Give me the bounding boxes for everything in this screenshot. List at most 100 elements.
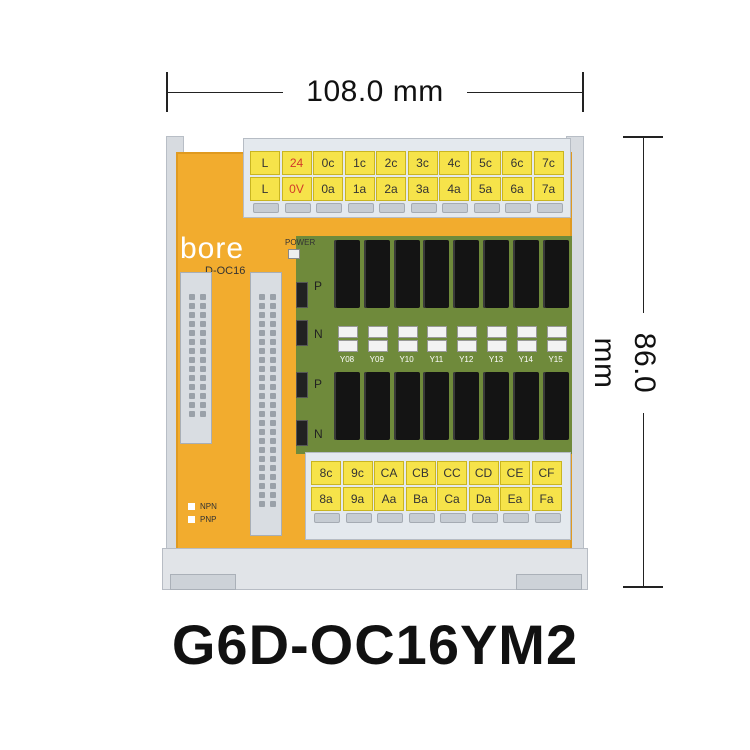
terminal-label: Ea <box>500 487 530 511</box>
connector-pin <box>189 330 195 336</box>
connector-pin <box>189 411 195 417</box>
relay-label: Y13 <box>488 355 504 364</box>
terminal-screw[interactable] <box>503 513 529 523</box>
connector-pin <box>259 501 265 507</box>
relay <box>542 372 569 440</box>
relay <box>393 240 420 308</box>
height-dimension-bottom-cap <box>623 586 663 588</box>
connector-pin <box>270 456 276 462</box>
jumper-switch-1[interactable] <box>296 282 308 308</box>
status-led <box>457 326 478 338</box>
jumper-switch-4[interactable] <box>296 420 308 446</box>
connector-pin <box>270 339 276 345</box>
relay <box>393 372 420 440</box>
terminal-label: 2a <box>376 177 406 201</box>
terminal-label: 5a <box>470 177 501 201</box>
connector-pin <box>259 321 265 327</box>
ribbon-connector-left[interactable] <box>180 272 212 444</box>
terminal-label: CB <box>405 461 436 485</box>
width-dimension-label: 108.0 mm <box>283 72 467 112</box>
ribbon-connector-right[interactable] <box>250 272 282 536</box>
connector-pin <box>270 474 276 480</box>
relay-label: Y10 <box>399 355 414 364</box>
terminal-screw[interactable] <box>536 203 563 213</box>
connector-pin <box>200 384 206 390</box>
connector-pin <box>270 438 276 444</box>
connector-pin <box>259 366 265 372</box>
terminal-screw[interactable] <box>379 203 405 213</box>
status-led <box>546 340 567 352</box>
terminal-screw[interactable] <box>284 203 311 213</box>
width-dimension-left-cap <box>166 72 168 112</box>
jumper-switch-3[interactable] <box>296 372 308 398</box>
pnp-marker <box>188 516 195 523</box>
connector-pin <box>270 465 276 471</box>
relay <box>334 240 360 308</box>
status-led <box>427 326 448 338</box>
connector-pin <box>259 348 265 354</box>
terminal-screw[interactable] <box>408 513 435 523</box>
connector-pin <box>270 393 276 399</box>
status-led <box>397 326 418 338</box>
jumper-label-p2: P <box>314 377 323 391</box>
terminal-screw[interactable] <box>473 203 500 213</box>
width-dimension-right-cap <box>582 72 584 112</box>
terminal-screw[interactable] <box>345 513 372 523</box>
terminal-label: 9c <box>342 461 373 485</box>
terminal-screw[interactable] <box>314 513 340 523</box>
relay-label: Y09 <box>369 355 384 364</box>
status-led <box>487 326 507 338</box>
connector-pin <box>259 465 265 471</box>
relay-label: Y11 <box>429 355 444 364</box>
terminal-label: 9a <box>342 487 373 511</box>
terminal-label: L <box>250 177 280 201</box>
connector-pin <box>189 303 195 309</box>
connector-pin <box>259 420 265 426</box>
terminal-screw[interactable] <box>505 203 531 213</box>
terminal-screw[interactable] <box>377 513 403 523</box>
connector-pin <box>270 294 276 300</box>
connector-pin <box>200 357 206 363</box>
terminal-label: 4a <box>439 177 469 201</box>
terminal-label: 3a <box>407 177 438 201</box>
connector-pin <box>200 375 206 381</box>
connector-pin <box>200 294 206 300</box>
terminal-label: 24 <box>281 151 312 175</box>
terminal-screw[interactable] <box>410 203 437 213</box>
terminal-screw[interactable] <box>316 203 342 213</box>
terminal-screw[interactable] <box>471 513 498 523</box>
terminal-screw[interactable] <box>253 203 279 213</box>
terminal-label: CA <box>374 461 404 485</box>
terminal-screw[interactable] <box>440 513 466 523</box>
terminal-screw[interactable] <box>534 513 561 523</box>
connector-pin <box>200 312 206 318</box>
terminal-screw[interactable] <box>442 203 468 213</box>
connector-pin <box>270 321 276 327</box>
connector-pin <box>200 366 206 372</box>
connector-pin <box>270 348 276 354</box>
terminal-screw[interactable] <box>347 203 374 213</box>
connector-pin <box>270 312 276 318</box>
terminal-label: 2c <box>376 151 406 175</box>
terminal-label: Ca <box>437 487 467 511</box>
status-led <box>367 326 388 338</box>
jumper-label-p1: P <box>314 279 323 293</box>
connector-pin <box>259 294 265 300</box>
connector-pin <box>259 303 265 309</box>
jumper-label-n1: N <box>314 327 323 341</box>
connector-pin <box>270 366 276 372</box>
connector-pin <box>200 393 206 399</box>
connector-pin <box>259 375 265 381</box>
terminal-label: 3c <box>407 151 438 175</box>
terminal-label: 0V <box>281 177 312 201</box>
jumper-switch-2[interactable] <box>296 320 308 346</box>
connector-pin <box>270 303 276 309</box>
connector-pin <box>189 402 195 408</box>
status-led <box>516 340 537 352</box>
terminal-label: 6c <box>502 151 532 175</box>
product-title: G6D-OC16YM2 <box>171 613 579 676</box>
connector-pin <box>189 384 195 390</box>
status-led <box>397 340 418 352</box>
npn-marker <box>188 503 195 510</box>
connector-pin <box>270 375 276 381</box>
